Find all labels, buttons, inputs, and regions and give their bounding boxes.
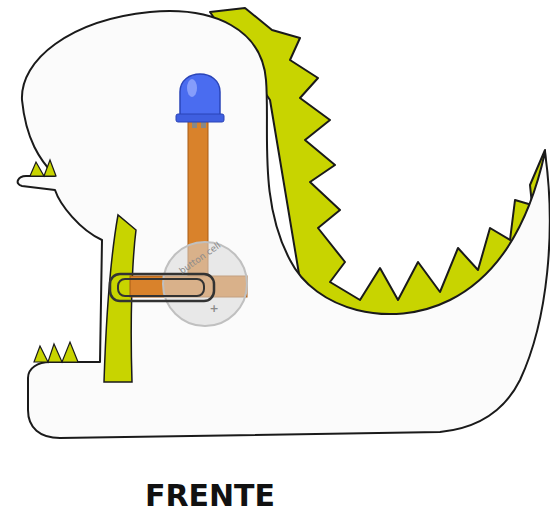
paper-clip: [110, 274, 214, 301]
dinosaur-body: [18, 11, 550, 438]
led-rim: [176, 114, 224, 122]
claws: [34, 342, 78, 362]
caption: FRENTE: [145, 478, 275, 513]
led: [180, 74, 220, 118]
polarity-mark: +: [209, 302, 218, 315]
teeth: [30, 160, 56, 176]
paper-clip: [118, 279, 204, 296]
chest-strip: [104, 215, 136, 382]
led-shine: [187, 79, 197, 97]
